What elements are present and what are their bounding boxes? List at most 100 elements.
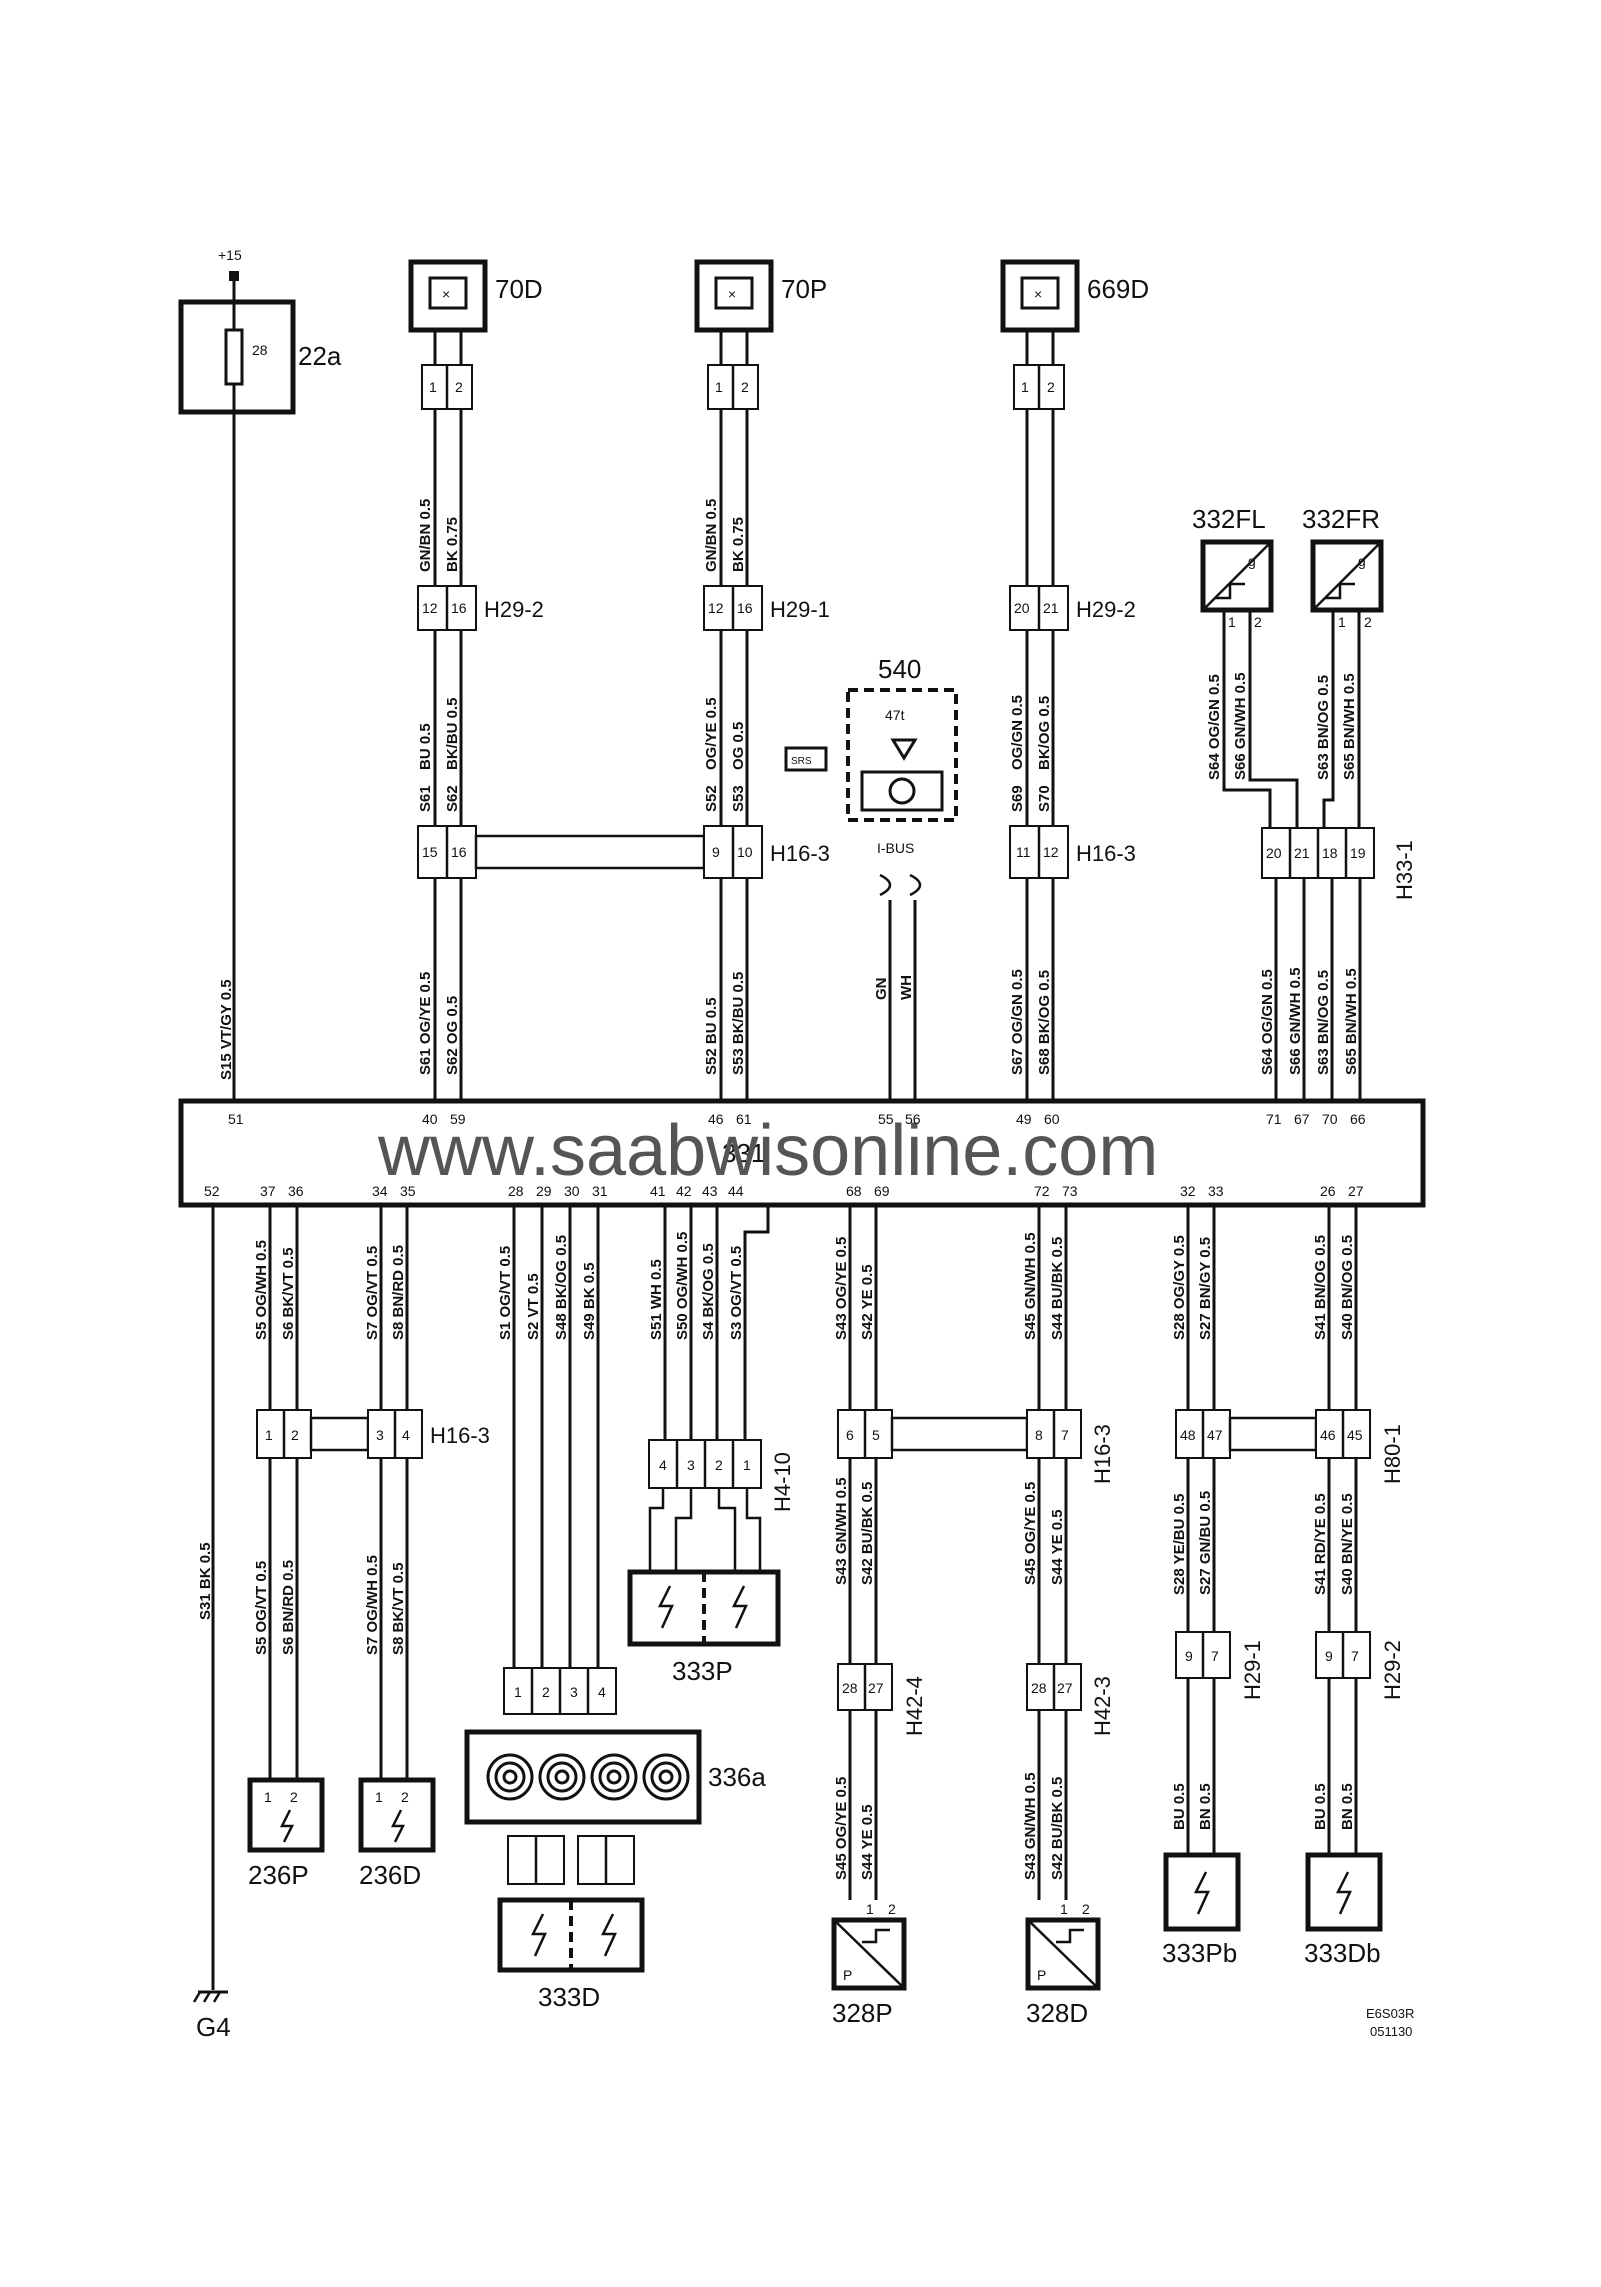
svg-text:3: 3 xyxy=(570,1684,578,1700)
ecu-pin-29: 29 xyxy=(536,1183,552,1199)
ecu-pin-59: 59 xyxy=(450,1111,466,1127)
ecu-pin-71: 71 xyxy=(1266,1111,1282,1127)
svg-text:7: 7 xyxy=(1211,1648,1219,1664)
component-236P: 1 2 236P xyxy=(247,1777,325,1890)
component-336a: 336a xyxy=(464,1729,766,1825)
svg-text:16: 16 xyxy=(737,600,753,616)
svg-text:GN: GN xyxy=(873,978,890,1001)
pulse-icon xyxy=(1056,1928,1084,1944)
svg-text:g: g xyxy=(1248,553,1256,569)
svg-text:S45 OG/YE 0.5: S45 OG/YE 0.5 xyxy=(1022,1482,1039,1585)
svg-text:S27 GN/BU 0.5: S27 GN/BU 0.5 xyxy=(1197,1491,1214,1595)
connector-H16-3-top-left: 15 16 9 10 H16-3 xyxy=(417,825,830,879)
svg-text:48: 48 xyxy=(1180,1427,1196,1443)
svg-text:328D: 328D xyxy=(1026,1998,1088,2028)
connector-70D-plug: 1 2 xyxy=(421,364,473,410)
svg-text:S41 RD/YE 0.5: S41 RD/YE 0.5 xyxy=(1312,1493,1329,1595)
svg-text:332FR: 332FR xyxy=(1302,504,1380,534)
svg-text:S43 GN/WH 0.5: S43 GN/WH 0.5 xyxy=(833,1477,850,1585)
ecu-pin-44: 44 xyxy=(728,1183,744,1199)
component-70D: × 70D xyxy=(408,259,543,333)
svg-text:S27 BN/GY 0.5: S27 BN/GY 0.5 xyxy=(1197,1237,1214,1340)
svg-text:21: 21 xyxy=(1043,600,1059,616)
svg-text:S65 BN/WH 0.5: S65 BN/WH 0.5 xyxy=(1343,968,1360,1075)
svg-text:S42 BU/BK 0.5: S42 BU/BK 0.5 xyxy=(1049,1777,1066,1880)
svg-text:S5 OG/WH 0.5: S5 OG/WH 0.5 xyxy=(253,1240,270,1340)
svg-text:20: 20 xyxy=(1014,600,1030,616)
svg-text:S3 OG/VT 0.5: S3 OG/VT 0.5 xyxy=(728,1246,745,1340)
svg-text:10: 10 xyxy=(737,844,753,860)
svg-text:S28 YE/BU 0.5: S28 YE/BU 0.5 xyxy=(1171,1494,1188,1595)
svg-text:BK/BU 0.5: BK/BU 0.5 xyxy=(444,697,461,770)
svg-text:S63 BN/OG 0.5: S63 BN/OG 0.5 xyxy=(1315,675,1332,780)
doc-date: 051130 xyxy=(1370,2024,1412,2039)
svg-text:2: 2 xyxy=(1047,379,1055,395)
lightning-icon xyxy=(600,1913,617,1957)
ecu-pin-26: 26 xyxy=(1320,1183,1336,1199)
svg-text:236P: 236P xyxy=(248,1860,309,1890)
svg-text:21: 21 xyxy=(1294,845,1310,861)
svg-text:S7 OG/VT 0.5: S7 OG/VT 0.5 xyxy=(364,1246,381,1340)
svg-text:S43 GN/WH 0.5: S43 GN/WH 0.5 xyxy=(1022,1772,1039,1880)
svg-text:S53 BK/BU 0.5: S53 BK/BU 0.5 xyxy=(730,972,747,1075)
ecu-pin-49: 49 xyxy=(1016,1111,1032,1127)
svg-text:BN 0.5: BN 0.5 xyxy=(1339,1783,1356,1830)
ecu-pin-56: 56 xyxy=(905,1111,921,1127)
ecu-pin-55: 55 xyxy=(878,1111,894,1127)
svg-text:47t: 47t xyxy=(885,707,905,723)
svg-text:OG/GN 0.5: OG/GN 0.5 xyxy=(1009,695,1026,770)
ecu-pin-27: 27 xyxy=(1348,1183,1364,1199)
svg-text:S45 GN/WH 0.5: S45 GN/WH 0.5 xyxy=(1022,1232,1039,1340)
svg-text:333Db: 333Db xyxy=(1304,1938,1381,1968)
connector-H33-1: 20 21 18 19 H33-1 xyxy=(1261,827,1417,900)
svg-text:S63 BN/OG 0.5: S63 BN/OG 0.5 xyxy=(1315,970,1332,1075)
svg-text:BU 0.5: BU 0.5 xyxy=(1312,1783,1329,1830)
svg-text:333P: 333P xyxy=(672,1656,733,1686)
pulse-icon xyxy=(1325,582,1355,600)
ecu-pin-35: 35 xyxy=(400,1183,416,1199)
component-236D: 1 2 236D xyxy=(358,1777,436,1890)
svg-text:P: P xyxy=(843,1967,852,1983)
pulse-icon xyxy=(862,1928,890,1944)
connector-336a-plug: 1 2 3 4 xyxy=(503,1667,617,1715)
svg-text:S44 YE 0.5: S44 YE 0.5 xyxy=(859,1804,876,1880)
svg-text:2: 2 xyxy=(291,1427,299,1443)
svg-text:S70: S70 xyxy=(1036,785,1053,812)
svg-text:2: 2 xyxy=(715,1457,723,1473)
label-70D: 70D xyxy=(495,274,543,304)
svg-text:S49 BK 0.5: S49 BK 0.5 xyxy=(581,1262,598,1340)
component-333Db: 333Db xyxy=(1304,1852,1383,1968)
connector-H16-3-top-right: 11 12 H16-3 xyxy=(1009,825,1136,879)
ecu-pin-40: 40 xyxy=(422,1111,438,1127)
svg-text:2: 2 xyxy=(1364,614,1372,630)
connector-H29-2-bottom: 9 7 H29-2 xyxy=(1315,1631,1405,1700)
svg-text:4: 4 xyxy=(402,1427,410,1443)
svg-text:9: 9 xyxy=(1325,1648,1333,1664)
svg-text:OG/YE 0.5: OG/YE 0.5 xyxy=(703,697,720,770)
ecu-pin-42: 42 xyxy=(676,1183,692,1199)
svg-text:H16-3: H16-3 xyxy=(1076,841,1136,866)
svg-text:46: 46 xyxy=(1320,1427,1336,1443)
svg-text:S40 BN/YE 0.5: S40 BN/YE 0.5 xyxy=(1339,1493,1356,1595)
led-icon xyxy=(890,738,918,761)
connector-70P-plug: 1 2 xyxy=(707,364,759,410)
svg-text:2: 2 xyxy=(888,1901,896,1917)
svg-text:H16-3: H16-3 xyxy=(430,1423,490,1448)
connector-H4-10: 4 3 2 1 H4-10 xyxy=(648,1439,795,1512)
svg-text:333D: 333D xyxy=(538,1982,600,2012)
ecu-pin-36: 36 xyxy=(288,1183,304,1199)
svg-text:S64 OG/GN 0.5: S64 OG/GN 0.5 xyxy=(1259,969,1276,1075)
svg-text:2: 2 xyxy=(741,379,749,395)
svg-text:1: 1 xyxy=(265,1427,273,1443)
ecu-pin-69: 69 xyxy=(874,1183,890,1199)
svg-text:G4: G4 xyxy=(196,2012,231,2042)
svg-text:H29-2: H29-2 xyxy=(1076,597,1136,622)
svg-text:20: 20 xyxy=(1266,845,1282,861)
svg-text:1: 1 xyxy=(866,1901,874,1917)
svg-text:15: 15 xyxy=(422,844,438,860)
svg-text:1: 1 xyxy=(1060,1901,1068,1917)
svg-text:11: 11 xyxy=(1016,844,1031,860)
svg-text:S41 BN/OG 0.5: S41 BN/OG 0.5 xyxy=(1312,1235,1329,1340)
svg-text:9: 9 xyxy=(712,844,720,860)
